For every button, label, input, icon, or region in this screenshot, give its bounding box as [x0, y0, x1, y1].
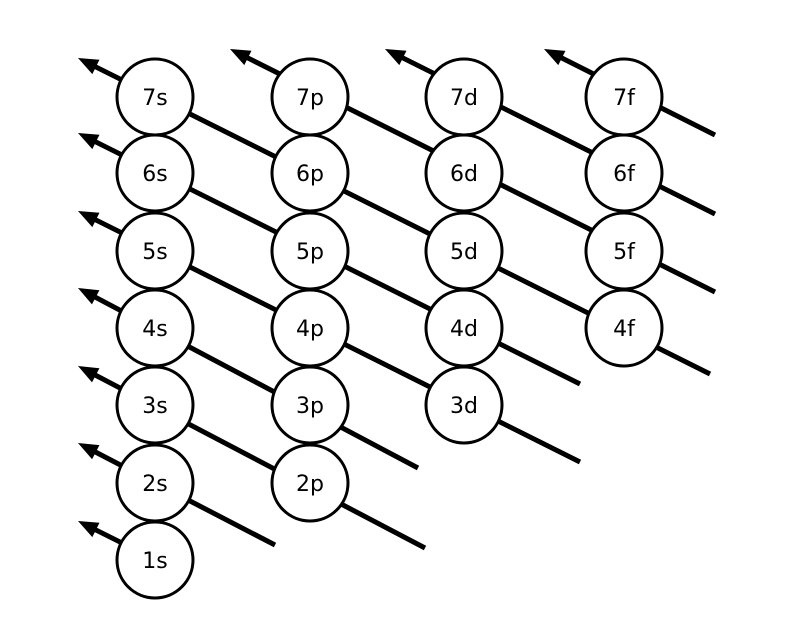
arrowhead-icon	[78, 521, 100, 538]
orbital-label: 7s	[142, 86, 167, 111]
orbital-label: 3d	[450, 394, 478, 419]
orbital-4p: 4p	[270, 288, 350, 368]
orbital-5s: 5s	[115, 211, 195, 291]
arrowhead-icon	[78, 58, 100, 75]
orbital-label: 5s	[142, 240, 167, 265]
orbital-7f: 7f	[584, 57, 664, 137]
orbital-label: 3s	[142, 394, 167, 419]
orbital-label: 3p	[296, 394, 324, 419]
orbital-7p: 7p	[270, 57, 350, 137]
orbital-circle	[270, 443, 350, 523]
orbital-3d: 3d	[424, 365, 504, 445]
orbital-label: 2s	[142, 472, 167, 497]
arrowhead-icon	[78, 133, 100, 150]
orbital-4d: 4d	[424, 288, 504, 368]
orbital-label: 4s	[142, 317, 167, 342]
orbital-5f: 5f	[584, 211, 664, 291]
orbital-label: 6f	[613, 162, 636, 187]
orbital-7s: 7s	[115, 57, 195, 137]
orbital-label: 1s	[142, 549, 167, 574]
orbital-label: 7f	[613, 86, 636, 111]
orbital-circle	[115, 365, 195, 445]
arrowhead-icon	[78, 443, 100, 460]
orbital-4f: 4f	[584, 288, 664, 368]
orbital-6s: 6s	[115, 133, 195, 213]
orbital-label: 5d	[450, 240, 478, 265]
orbital-1s: 1s	[115, 520, 195, 600]
orbital-circle	[584, 288, 664, 368]
orbital-label: 7p	[296, 86, 324, 111]
orbital-4s: 4s	[115, 288, 195, 368]
orbital-5p: 5p	[270, 211, 350, 291]
orbital-6p: 6p	[270, 133, 350, 213]
orbital-6d: 6d	[424, 133, 504, 213]
orbital-label: 4d	[450, 317, 478, 342]
orbital-5d: 5d	[424, 211, 504, 291]
orbital-label: 5p	[296, 240, 324, 265]
arrowhead-icon	[544, 49, 566, 66]
orbital-circles: 7s 7p 7d 7f 6s 6p 6d 6f 5s 5p 5d 5f 4s 4p 4d 4f 3s 3p 3d 2s…	[115, 57, 664, 600]
orbital-label: 4f	[613, 317, 636, 342]
orbital-label: 5f	[613, 240, 636, 265]
orbital-3p: 3p	[270, 365, 350, 445]
orbital-circle	[424, 133, 504, 213]
orbital-circle	[270, 365, 350, 445]
orbital-circle	[424, 365, 504, 445]
orbital-label: 7d	[450, 86, 478, 111]
arrowhead-icon	[78, 366, 100, 383]
orbital-2p: 2p	[270, 443, 350, 523]
orbital-label: 6d	[450, 162, 478, 187]
arrowhead-icon	[230, 49, 252, 66]
orbital-label: 4p	[296, 317, 324, 342]
arrowhead-icon	[78, 288, 100, 305]
orbital-3s: 3s	[115, 365, 195, 445]
orbital-label: 6s	[142, 162, 167, 187]
orbital-circle	[270, 133, 350, 213]
arrowhead-icon	[385, 49, 407, 66]
orbital-7d: 7d	[424, 57, 504, 137]
orbital-2s: 2s	[115, 443, 195, 523]
orbital-circle	[115, 520, 195, 600]
arrowhead-icon	[78, 211, 100, 228]
orbital-circle	[584, 133, 664, 213]
orbital-label: 6p	[296, 162, 324, 187]
orbital-label: 2p	[296, 472, 324, 497]
orbital-circle	[115, 133, 195, 213]
orbital-6f: 6f	[584, 133, 664, 213]
